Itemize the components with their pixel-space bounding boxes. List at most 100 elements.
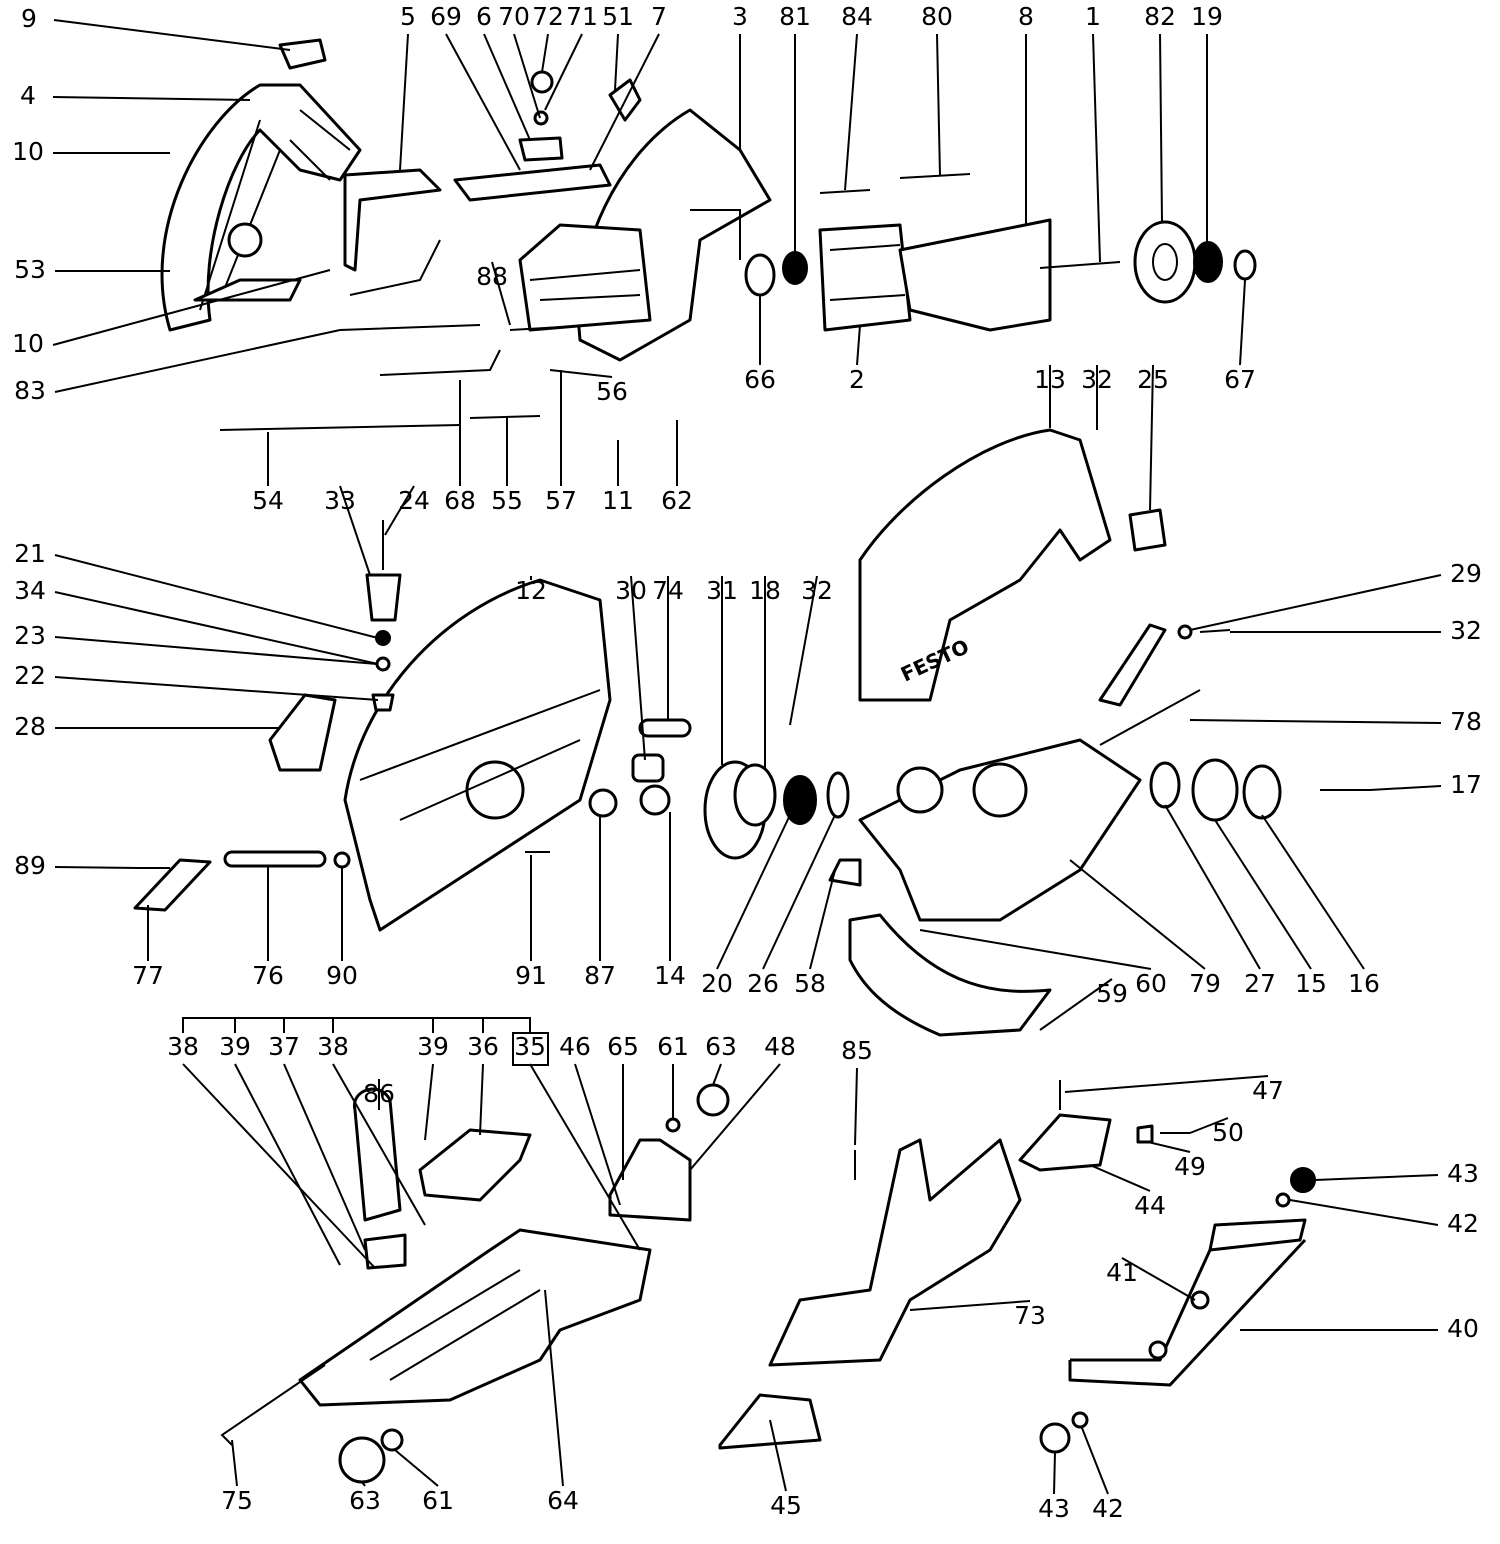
leader-line-45	[769, 1419, 787, 1492]
shaft-1	[1039, 261, 1121, 269]
armature-8	[898, 218, 1052, 332]
part-label-22: 22	[14, 661, 46, 690]
part-label-88: 88	[476, 262, 508, 291]
part-label-8: 8	[1018, 2, 1034, 31]
leader-line-1	[1092, 33, 1101, 263]
bearing-66	[744, 253, 776, 297]
bracket-58	[828, 858, 862, 887]
screw-32	[1199, 629, 1231, 633]
leader-line-29	[1189, 574, 1442, 631]
leader-line-17	[1369, 785, 1442, 791]
washer-42-top	[1275, 1192, 1291, 1208]
part-label-7: 7	[651, 2, 667, 31]
flange-15	[1191, 758, 1239, 822]
part-label-17: 17	[1450, 770, 1482, 799]
hex-key-75	[220, 1364, 326, 1446]
part-label-4: 4	[20, 81, 36, 110]
leader-line-30	[630, 575, 646, 761]
part-label-11: 11	[602, 486, 634, 515]
knob-63	[338, 1436, 386, 1484]
part-label-46: 46	[559, 1032, 591, 1061]
bearing-20	[783, 775, 817, 825]
plate-69	[453, 163, 612, 202]
part-label-59: 59	[1096, 979, 1128, 1008]
part-label-42: 42	[1092, 1494, 1124, 1523]
part-label-75: 75	[221, 1486, 253, 1515]
bearing-19	[1193, 241, 1223, 283]
part-label-39: 39	[219, 1032, 251, 1061]
part-44	[1018, 1113, 1112, 1172]
leader-line-69	[445, 33, 521, 171]
leader-line-78	[1189, 719, 1442, 724]
part-label-54: 54	[252, 486, 284, 515]
part-label-16: 16	[1348, 969, 1380, 998]
part-label-78: 78	[1450, 707, 1482, 736]
spring-78	[1099, 689, 1201, 746]
leader-line-85	[854, 1067, 858, 1146]
guard-hole-2	[896, 766, 944, 814]
part-label-38: 38	[167, 1032, 199, 1061]
part-label-23: 23	[14, 621, 46, 650]
screw-88	[509, 325, 581, 331]
part-label-77: 77	[132, 961, 164, 990]
part-label-53: 53	[14, 255, 46, 284]
part-label-63: 63	[705, 1032, 737, 1061]
part-label-43: 43	[1447, 1159, 1479, 1188]
leader-line-42	[1081, 1427, 1109, 1495]
part-label-30: 30	[615, 576, 647, 605]
leader-line-34	[54, 591, 379, 665]
lever-77	[133, 858, 212, 912]
leader-line-7	[589, 33, 660, 171]
part-label-10: 10	[12, 329, 44, 358]
washer-42	[1071, 1411, 1089, 1429]
knob-43	[1039, 1422, 1071, 1454]
part-label-25: 25	[1137, 365, 1169, 394]
leader-line-32	[789, 575, 818, 726]
part-label-60: 60	[1135, 969, 1167, 998]
bearing-67	[1233, 249, 1257, 281]
part-87	[588, 788, 618, 818]
guard-59	[848, 913, 1052, 1037]
leader-line-82	[1159, 33, 1163, 223]
bearing-18	[733, 763, 777, 827]
leader-line-10	[52, 269, 331, 346]
leader-line-59	[1039, 978, 1113, 1031]
leader-line-64	[544, 1289, 564, 1487]
leader-line-51	[614, 33, 619, 91]
washer-61	[380, 1428, 404, 1452]
part-label-32: 32	[1081, 365, 1113, 394]
leader-line-5	[399, 33, 409, 171]
part-label-61: 61	[657, 1032, 689, 1061]
part-label-84: 84	[841, 2, 873, 31]
leader-line-60	[919, 929, 1152, 970]
leader-line-46	[574, 1063, 621, 1206]
part-label-76: 76	[252, 961, 284, 990]
part-label-13: 13	[1034, 365, 1066, 394]
leader-line-71	[544, 33, 583, 111]
cap-9	[278, 38, 327, 70]
washer-16	[1242, 764, 1282, 820]
washer-70	[533, 110, 549, 126]
part-label-85: 85	[841, 1036, 873, 1065]
knob-33	[365, 573, 402, 622]
leader-line-37	[283, 1063, 366, 1251]
guard-cover-13	[858, 428, 1112, 702]
leader-line-49	[1147, 1141, 1191, 1153]
handle-housing	[160, 83, 362, 332]
leader-line-61	[394, 1449, 439, 1487]
part-label-3: 3	[732, 2, 748, 31]
part-label-14: 14	[654, 961, 686, 990]
sleeve-30	[631, 753, 665, 783]
leader-line-58	[809, 869, 836, 970]
bearing-81	[782, 251, 808, 285]
part-label-83: 83	[14, 376, 46, 405]
fence-40	[1068, 1218, 1307, 1387]
leader-line-73	[909, 1300, 1031, 1311]
part-label-62: 62	[661, 486, 693, 515]
leader-line-84	[844, 33, 858, 191]
stator-2	[818, 223, 912, 332]
leader-line-39	[424, 1063, 434, 1141]
leader-line-38	[182, 1063, 376, 1269]
part-label-89: 89	[14, 851, 46, 880]
